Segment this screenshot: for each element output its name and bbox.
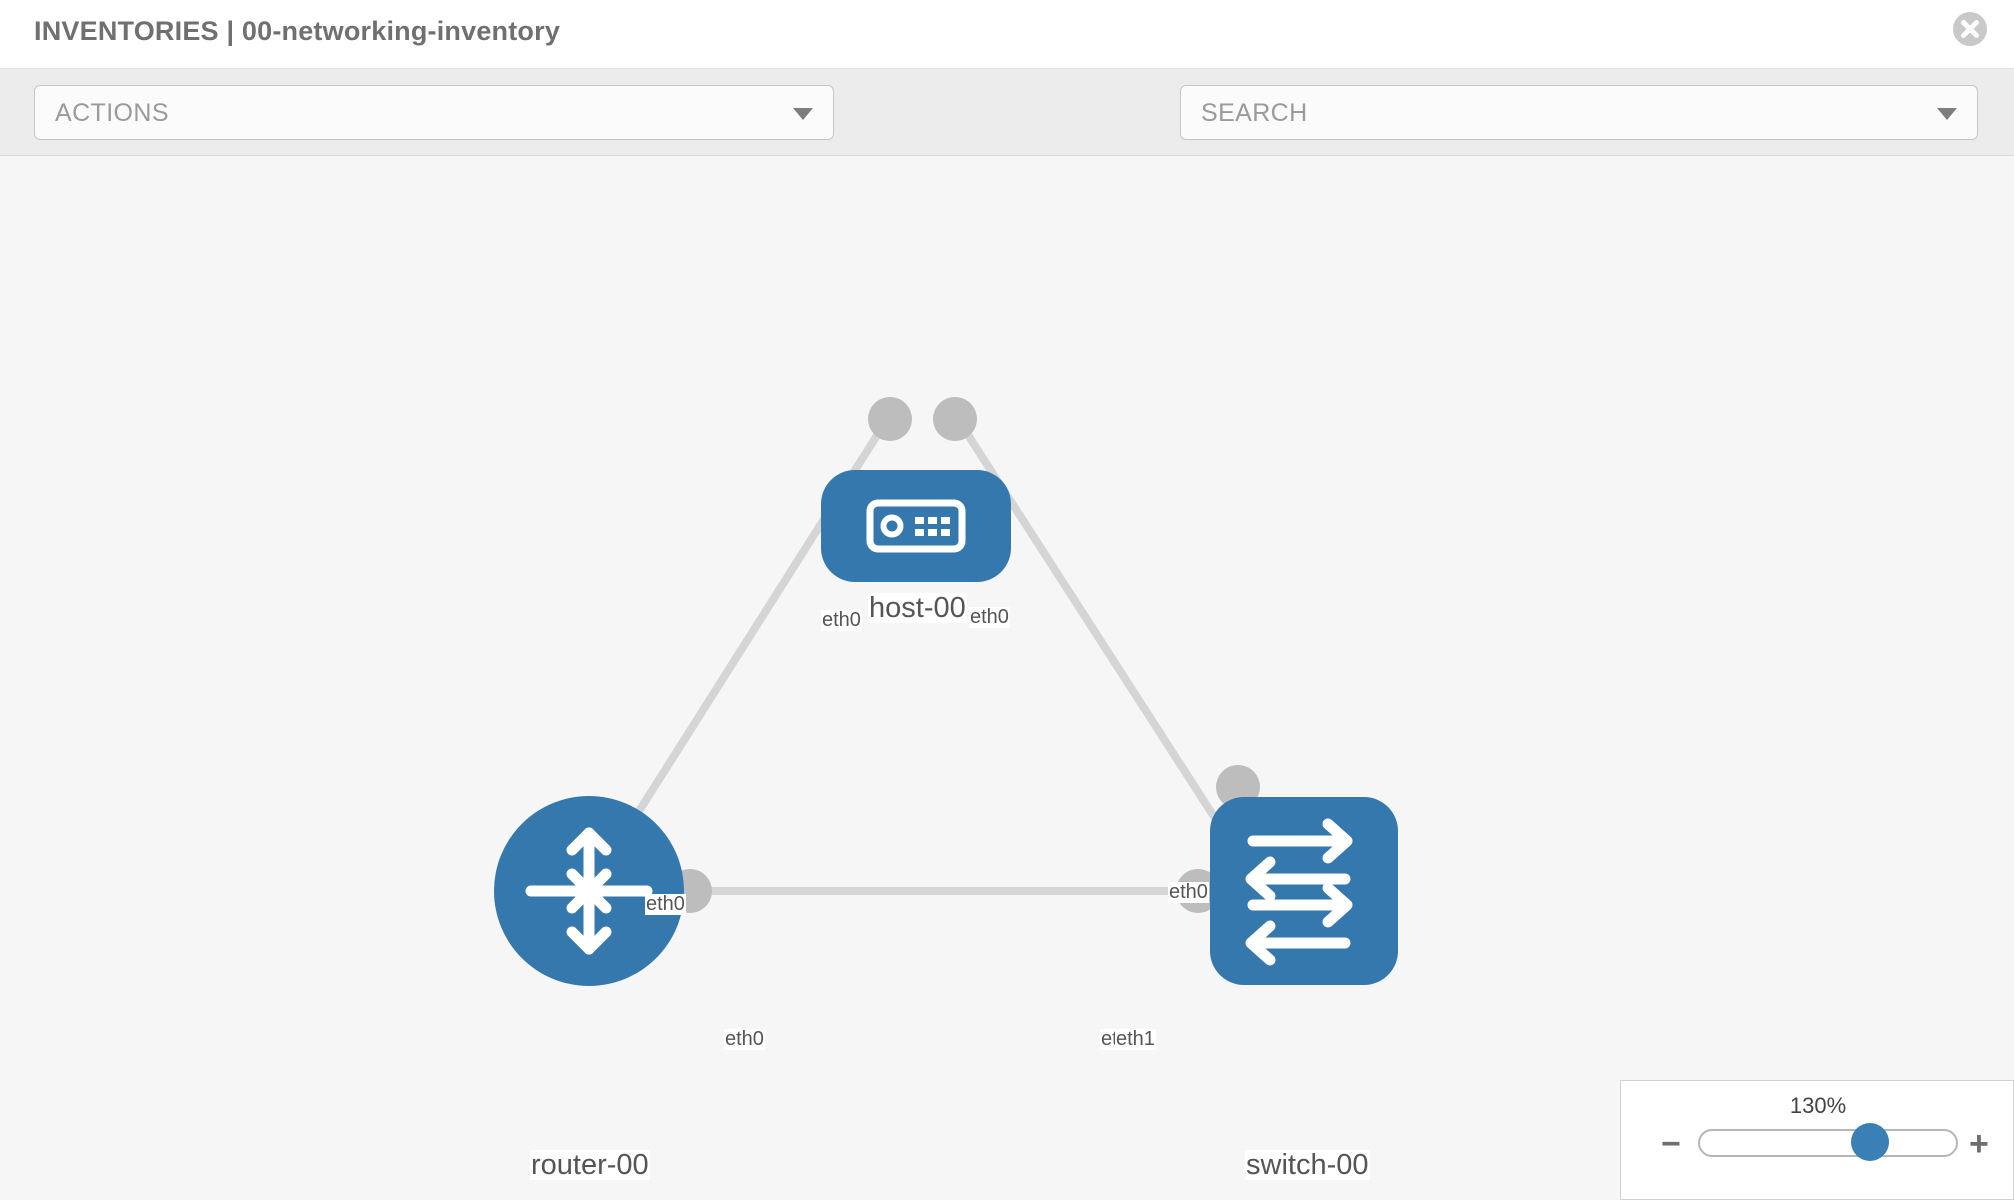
server-icon: [866, 499, 966, 553]
close-icon[interactable]: [1952, 11, 1988, 47]
node-host-00: [821, 470, 1011, 582]
zoom-slider-thumb[interactable]: [1851, 1123, 1889, 1161]
node-label-router-00: router-00: [530, 1149, 650, 1181]
chevron-down-icon: [1937, 108, 1957, 120]
port-host-left: [868, 397, 912, 441]
link-label-host-left-iface: eth0: [821, 609, 862, 631]
page-title: INVENTORIES | 00-networking-inventory: [34, 16, 561, 46]
link-label-router-right-iface: eth0: [724, 1028, 765, 1050]
link-label-switch-up-iface: eth0: [1168, 881, 1209, 903]
node-router-00: [494, 796, 684, 986]
topology-canvas[interactable]: eth0 host-00 eth0 eth0 eth0 eth0 etl eth…: [0, 157, 2014, 1200]
zoom-level-value: 130%: [1789, 1093, 1847, 1118]
page-header: INVENTORIES | 00-networking-inventory: [0, 0, 2014, 69]
switch-arrows-icon: [1245, 818, 1353, 966]
zoom-in-button[interactable]: +: [1969, 1125, 1989, 1163]
actions-dropdown[interactable]: ACTIONS: [34, 85, 834, 140]
link-label-router-up-iface: eth0: [645, 893, 686, 915]
actions-dropdown-label: ACTIONS: [55, 99, 169, 127]
node-switch-00: [1210, 797, 1398, 985]
router-arrows-icon: [525, 827, 653, 955]
node-label-host-00: host-00: [868, 592, 967, 624]
node-label-switch-00: switch-00: [1245, 1149, 1370, 1181]
port-host-right: [933, 397, 977, 441]
topology-graph: [494, 397, 1398, 986]
zoom-out-button[interactable]: −: [1661, 1125, 1681, 1163]
search-input[interactable]: SEARCH: [1180, 85, 1978, 140]
link-label-switch-left-iface: eth1: [1115, 1028, 1156, 1050]
toolbar: ACTIONS SEARCH: [0, 69, 2014, 201]
chevron-down-icon: [793, 108, 813, 120]
search-placeholder: SEARCH: [1201, 99, 1308, 127]
zoom-control-panel: 130% − +: [1620, 1080, 2014, 1200]
zoom-slider-track[interactable]: [1698, 1129, 1958, 1157]
link-label-host-right-iface: eth0: [969, 606, 1010, 628]
